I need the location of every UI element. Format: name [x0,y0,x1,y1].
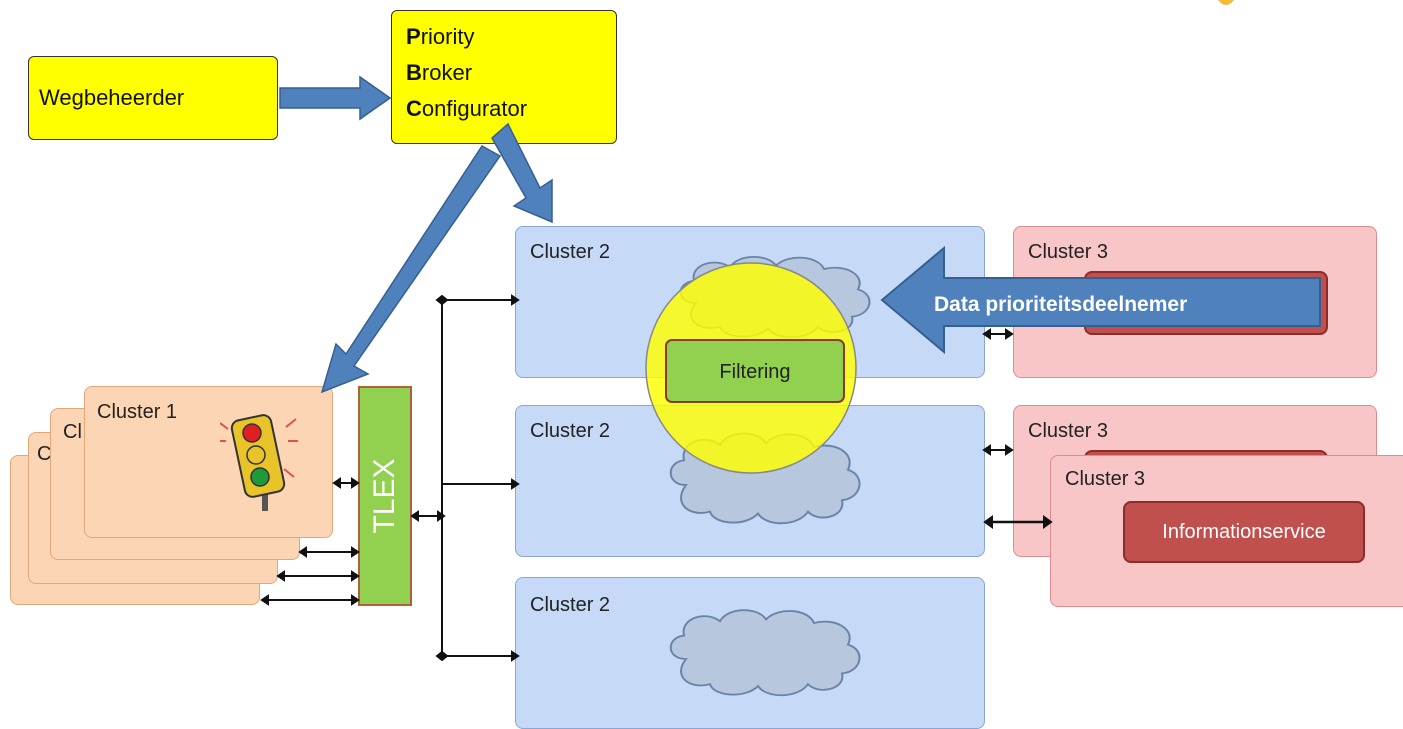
cluster1-partial-label-1: Cl [63,421,82,443]
informationservice-box: Informationservice [1123,501,1365,563]
pbc-line-configurator: Configurator [406,96,528,121]
cluster2-label-bottom: Cluster 2 [530,594,611,616]
informationservice-label: Informationservice [1162,520,1326,543]
data-prioriteitsdeelnemer-arrow [880,245,1321,355]
cluster3-label-front: Cluster 3 [1065,468,1146,490]
cluster3-label-middle: Cluster 3 [1028,420,1109,442]
connector-lines [260,294,1053,662]
cluster1-card: Cluster 1 [84,386,333,538]
filtering-box [665,339,845,403]
cluster1-label: Cluster 1 [97,401,178,423]
wegbeheerder-label: Wegbeheerder [39,85,185,110]
corner-decoration [1218,0,1234,5]
filtering-label: Filtering [719,361,790,383]
wegbeheerder-box: Wegbeheerder [28,56,278,140]
wegbeheerder-to-pbc-arrow [279,75,392,121]
cluster3-box-front: Cluster 3 Informationservice [1050,455,1403,607]
cloud-icon-bottom [669,609,861,697]
cluster1-partial-label-2: C [37,443,52,465]
cluster2-label-middle: Cluster 2 [530,420,611,442]
pbc-line-broker: Broker [406,60,473,85]
cluster2-label-top: Cluster 2 [530,241,611,263]
data-prioriteitsdeelnemer-label: Data prioriteitsdeelnemer [934,293,1187,316]
pbc-line-priority: Priority [406,24,475,49]
traffic-light-icon [220,414,298,511]
pbc-to-cluster1-arrow [320,145,502,394]
cluster3-label-top: Cluster 3 [1028,241,1109,263]
tlex-bar: TLEX [358,386,412,606]
pbc-to-cluster2-arrow [491,122,553,224]
